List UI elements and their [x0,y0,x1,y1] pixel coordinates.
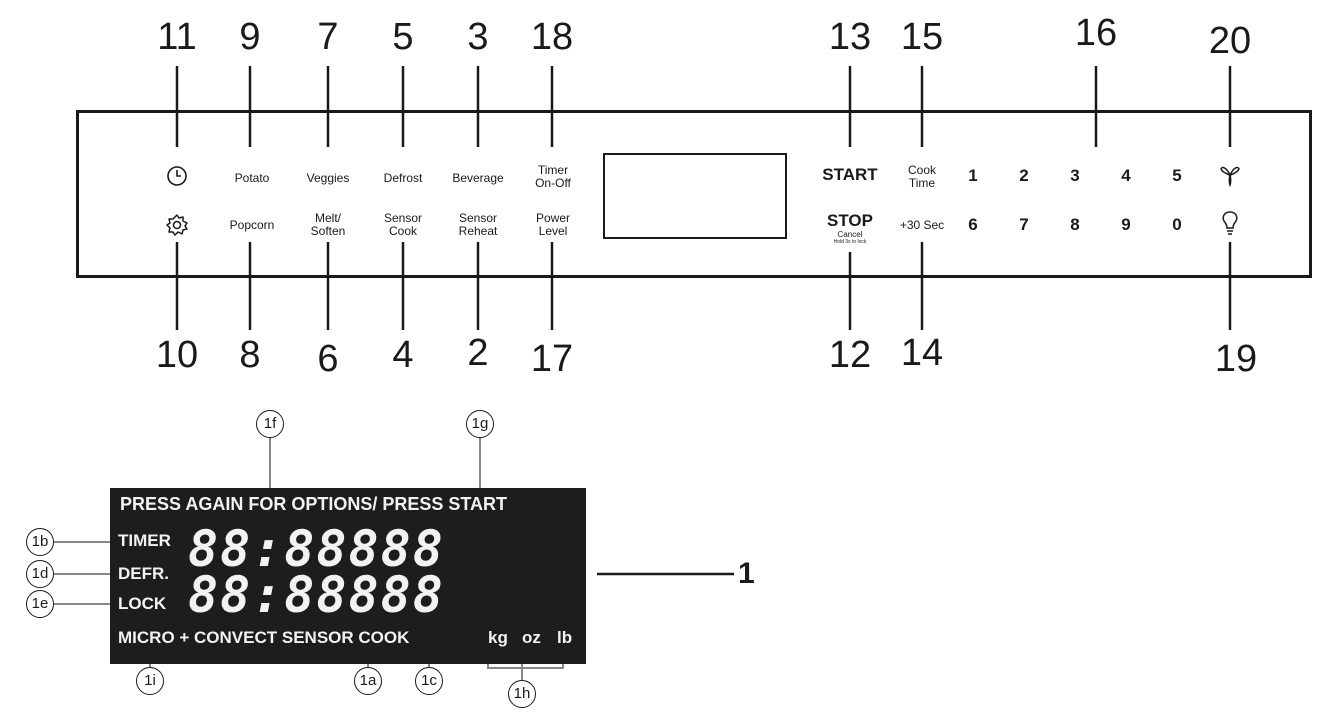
lcd-unit-kg: kg [488,628,508,647]
cook-time-button[interactable]: Cook Time [907,163,937,190]
ref-number-10: 10 [155,334,199,376]
ref-number-15: 15 [900,16,944,58]
callout-1c: 1c [415,667,443,695]
callout-1d: 1d [26,560,54,588]
ref-number-3: 3 [467,16,489,58]
beverage-button[interactable]: Beverage [452,171,504,185]
ref-number-2: 2 [467,332,489,374]
plus-30-sec-button[interactable]: +30 Sec [899,218,945,232]
ref-number-6: 6 [317,338,339,380]
digit-0-button[interactable]: 0 [1172,215,1182,234]
defrost-button[interactable]: Defrost [383,171,423,185]
digit-5-button[interactable]: 5 [1172,166,1182,185]
callout-1f: 1f [256,410,284,438]
lcd-top-text: PRESS AGAIN FOR OPTIONS/ PRESS START [120,494,508,514]
power-level-button[interactable]: Power Level [535,211,571,238]
clock-icon [167,166,187,186]
popcorn-button[interactable]: Popcorn [229,218,275,232]
digit-9-button[interactable]: 9 [1121,215,1131,234]
ref-number-13: 13 [828,16,872,58]
digit-8-button[interactable]: 8 [1070,215,1080,234]
ref-number-17: 17 [530,338,574,380]
timer-on-off-button[interactable]: Timer On-Off [535,163,571,190]
digit-2-button[interactable]: 2 [1019,166,1029,185]
display-window [603,153,787,239]
gear-icon [166,214,188,236]
callout-1b: 1b [26,528,54,556]
ref-number-9: 9 [239,16,261,58]
callout-1e: 1e [26,590,54,618]
digit-4-button[interactable]: 4 [1121,166,1131,185]
stop-cancel-label: Cancel [837,230,863,239]
ref-number-14: 14 [900,332,944,374]
callout-1g: 1g [466,410,494,438]
callout-1i: 1i [136,667,164,695]
ref-number-5: 5 [392,16,414,58]
ref-number-12: 12 [828,334,872,376]
melt-soften-button[interactable]: Melt/ Soften [310,211,346,238]
control-panel [76,110,1312,278]
ref-number-19: 19 [1214,338,1258,380]
ref-number-16: 16 [1074,12,1118,54]
fan-icon [1220,166,1240,187]
lcd-segment-row-1: 88:88888 [188,520,445,578]
lcd-unit-oz: oz [522,628,541,647]
ref-number-8: 8 [239,334,261,376]
sensor-reheat-button[interactable]: Sensor Reheat [458,211,498,238]
lcd-defr-label: DEFR. [118,564,169,583]
lcd-timer-label: TIMER [118,531,171,550]
stop-hold-label: Hold 3s to lock [833,239,867,245]
lcd-segment-row-2: 88:88888 [188,566,445,624]
lcd-bottom-text: MICRO + CONVECT SENSOR COOK [118,628,410,647]
digit-7-button[interactable]: 7 [1019,215,1029,234]
ref-number-7: 7 [317,16,339,58]
ref-number-4: 4 [392,334,414,376]
lcd-lock-label: LOCK [118,594,167,613]
lcd-unit-lb: lb [557,628,573,647]
start-button[interactable]: START [822,165,878,184]
stop-label: STOP [827,211,873,230]
potato-button[interactable]: Potato [234,171,270,185]
digit-1-button[interactable]: 1 [968,166,978,185]
light-bulb-icon [1222,211,1238,235]
digit-6-button[interactable]: 6 [968,215,978,234]
callout-1a: 1a [354,667,382,695]
sensor-cook-button[interactable]: Sensor Cook [383,211,423,238]
stop-button[interactable]: STOP Cancel Hold 3s to lock [827,212,873,245]
ref-number-20: 20 [1208,20,1252,62]
digit-3-button[interactable]: 3 [1070,166,1080,185]
callout-1h: 1h [508,680,536,708]
lcd-ref-number-1: 1 [738,557,755,590]
lcd-display: PRESS AGAIN FOR OPTIONS/ PRESS START TIM… [110,488,586,664]
veggies-button[interactable]: Veggies [306,171,350,185]
ref-number-18: 18 [530,16,574,58]
ref-number-11: 11 [157,16,197,58]
